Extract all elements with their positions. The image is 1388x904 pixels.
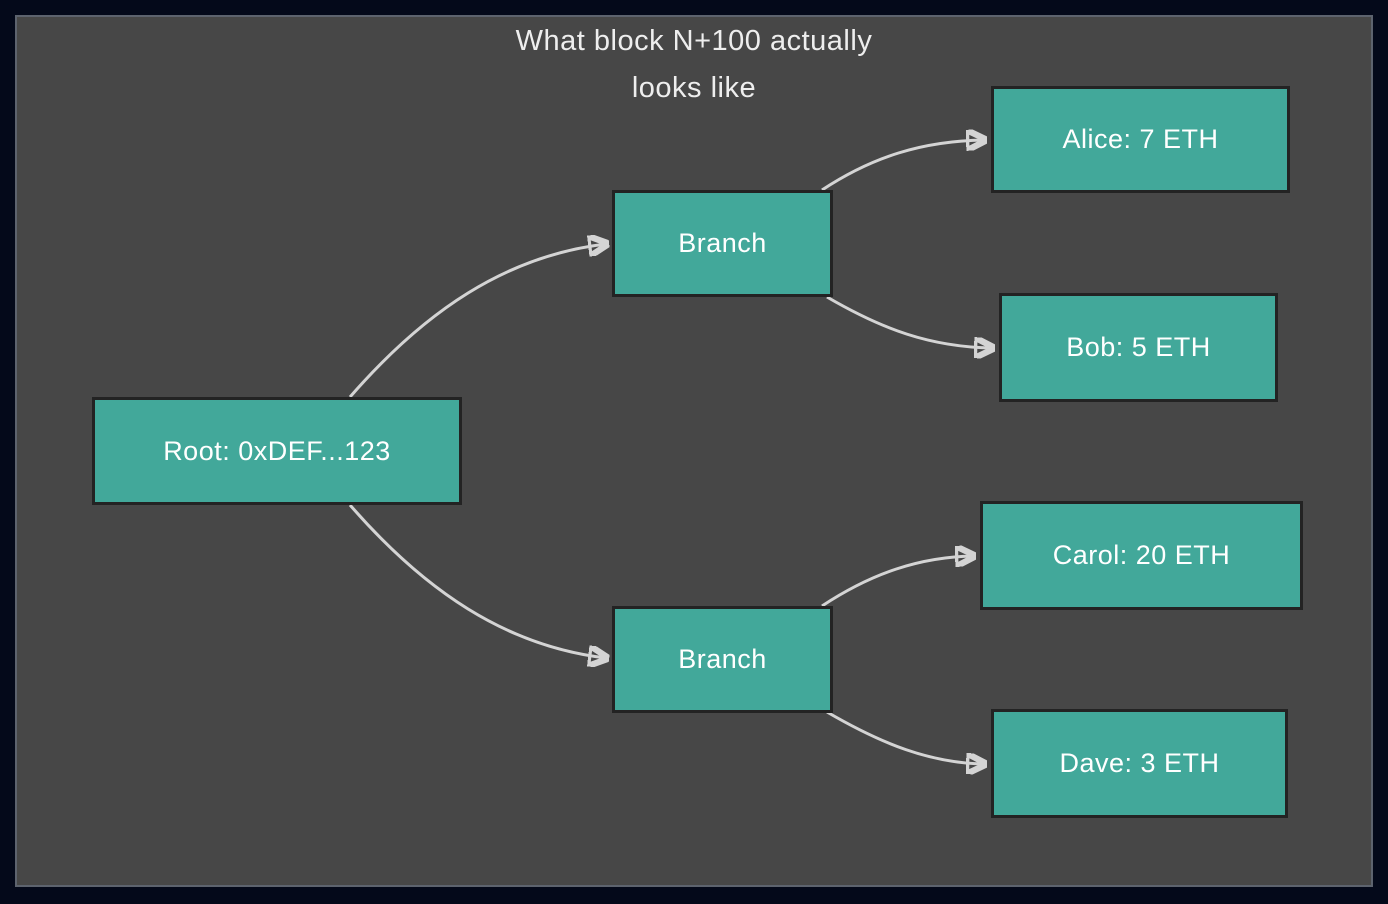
node-root-label: Root: 0xDEF...123 [163, 435, 391, 466]
diagram-title: What block N+100 actually looks like [0, 18, 1388, 112]
node-branch-top: Branch [612, 190, 833, 297]
node-root: Root: 0xDEF...123 [92, 397, 462, 505]
node-dave: Dave: 3 ETH [991, 709, 1288, 818]
node-bob-label: Bob: 5 ETH [1066, 332, 1211, 362]
diagram-title-line1: What block N+100 actually [515, 25, 873, 57]
node-bob: Bob: 5 ETH [999, 293, 1278, 402]
node-alice-label: Alice: 7 ETH [1062, 124, 1219, 154]
diagram-title-line2: looks like [631, 72, 757, 104]
node-carol: Carol: 20 ETH [980, 501, 1303, 610]
node-carol-label: Carol: 20 ETH [1052, 540, 1231, 570]
node-alice: Alice: 7 ETH [991, 86, 1290, 193]
node-branch-top-label: Branch [678, 228, 767, 258]
node-dave-label: Dave: 3 ETH [1059, 748, 1220, 778]
node-branch-bottom: Branch [612, 606, 833, 713]
node-branch-bottom-label: Branch [678, 644, 767, 674]
